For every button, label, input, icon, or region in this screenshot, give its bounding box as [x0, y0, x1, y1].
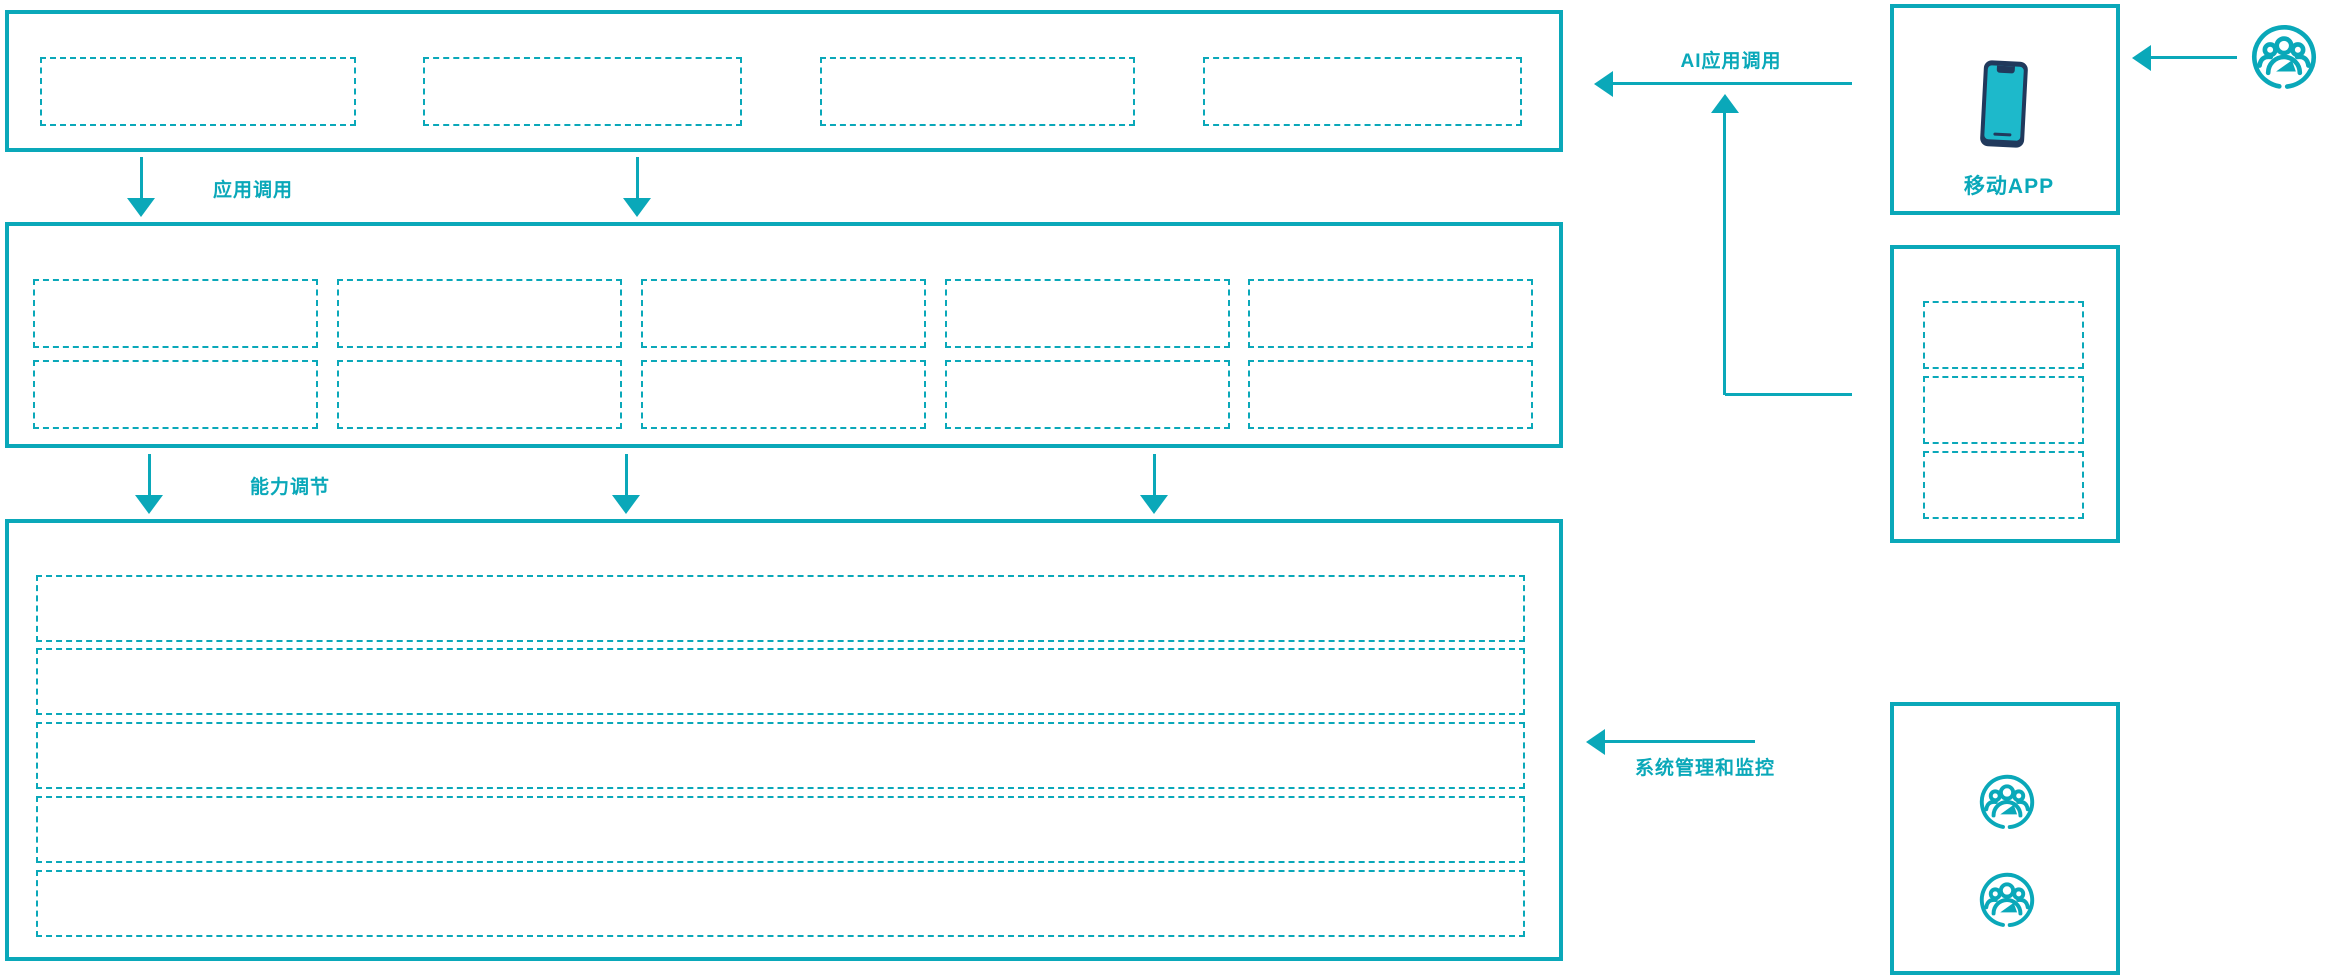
placeholder-row — [36, 648, 1525, 715]
placeholder-box — [641, 360, 926, 429]
placeholder-box — [820, 57, 1135, 126]
down-arrow — [140, 157, 143, 199]
left-arrow — [2149, 56, 2237, 59]
placeholder-row — [36, 722, 1525, 789]
placeholder-box — [423, 57, 742, 126]
elbow-connector — [1723, 112, 1726, 395]
placeholder-box — [945, 279, 1230, 348]
placeholder-box — [1203, 57, 1522, 126]
left-arrow-head-icon — [2132, 45, 2151, 71]
placeholder-box — [1248, 360, 1533, 429]
user-group-icon — [1979, 872, 2035, 928]
left-arrow-head-icon — [1594, 71, 1613, 97]
down-arrow — [148, 454, 151, 496]
down-arrow-head-icon — [1140, 495, 1168, 514]
down-arrow-head-icon — [127, 198, 155, 217]
placeholder-row — [36, 796, 1525, 863]
mobile-app-label: 移动APP — [1963, 175, 2055, 198]
bottom-layer-panel — [5, 519, 1563, 961]
left-arrow-head-icon — [1586, 729, 1605, 755]
admin-panel — [1890, 702, 2120, 975]
elbow-connector — [1725, 393, 1852, 396]
down-arrow — [625, 454, 628, 496]
placeholder-box — [337, 360, 622, 429]
user-group-icon — [1979, 774, 2035, 830]
smartphone-icon — [1979, 59, 2030, 149]
ai-app-call-label: AI应用调用 — [1680, 51, 1782, 72]
capability-adjust-label: 能力调节 — [249, 477, 330, 498]
placeholder-row — [36, 870, 1525, 937]
placeholder-box — [641, 279, 926, 348]
down-arrow-head-icon — [612, 495, 640, 514]
app-call-label: 应用调用 — [212, 180, 293, 201]
up-arrow-head-icon — [1711, 94, 1739, 113]
middle-layer-panel — [5, 222, 1563, 448]
placeholder-row — [36, 575, 1525, 642]
placeholder-box — [945, 360, 1230, 429]
placeholder-box — [1923, 301, 2084, 369]
user-group-icon — [2251, 24, 2317, 90]
placeholder-box — [337, 279, 622, 348]
down-arrow — [1153, 454, 1156, 496]
top-layer-panel — [5, 10, 1563, 152]
down-arrow — [636, 157, 639, 199]
mobile-app-panel: 移动APP — [1890, 4, 2120, 215]
placeholder-box — [40, 57, 356, 126]
system-mgmt-label: 系统管理和监控 — [1634, 758, 1775, 779]
placeholder-box — [1248, 279, 1533, 348]
placeholder-box — [33, 279, 318, 348]
down-arrow-head-icon — [135, 495, 163, 514]
service-panel — [1890, 245, 2120, 543]
placeholder-box — [1923, 451, 2084, 519]
down-arrow-head-icon — [623, 198, 651, 217]
placeholder-box — [33, 360, 318, 429]
placeholder-box — [1923, 376, 2084, 444]
left-arrow — [1603, 740, 1755, 743]
left-arrow — [1611, 82, 1852, 85]
